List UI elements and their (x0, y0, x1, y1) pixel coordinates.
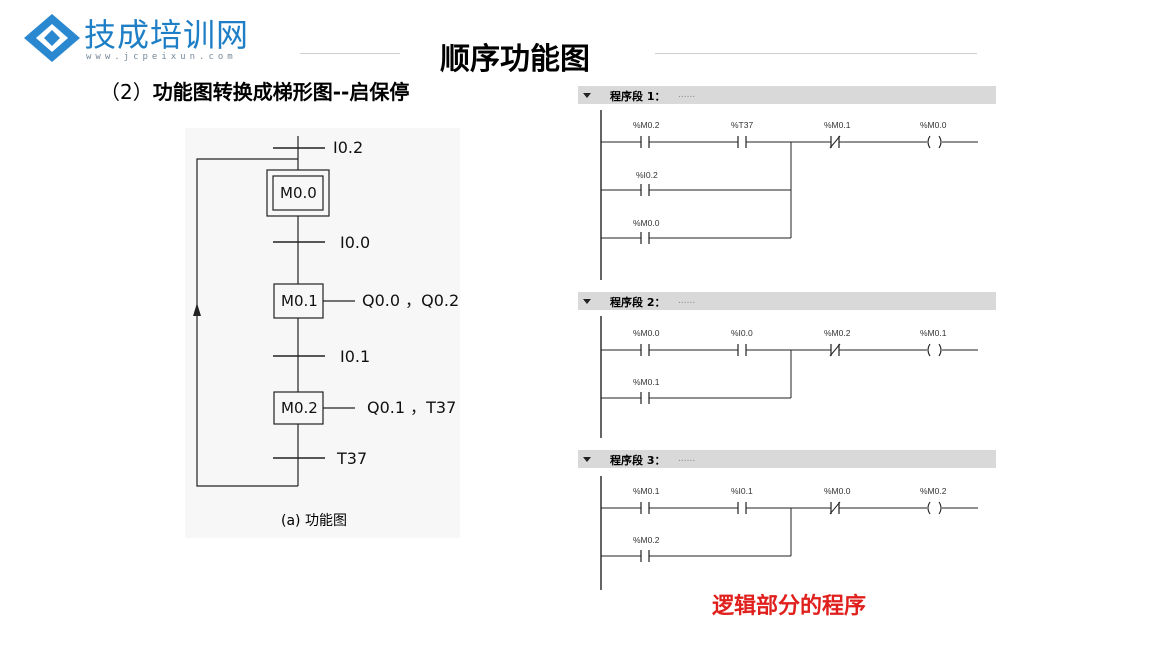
segment-comment: ...... (678, 90, 696, 100)
contact-label: %I0.0 (731, 328, 753, 338)
contact-label: %T37 (731, 120, 753, 130)
logo: 技成培训网 www.jcpeixun.com (22, 10, 282, 66)
sfc-svg: M0.0 M0.1 M0.2 I0.2 I0.0 I0.1 T37 Q0.0 ，… (193, 136, 459, 487)
sfc-diagram: M0.0 M0.1 M0.2 I0.2 I0.0 I0.1 T37 Q0.0 ，… (185, 128, 460, 538)
contact-label: %M0.0 (633, 328, 660, 338)
ladder-segment-2: 程序段 2： ...... %M0.0 %I0.0 %M0.2 %M0.1 %M… (578, 292, 996, 442)
logo-url: www.jcpeixun.com (86, 52, 237, 62)
sfc-transition-i01: I0.1 (340, 347, 370, 366)
segment-header-bar (578, 450, 996, 468)
logo-text: 技成培训网 (84, 16, 250, 54)
sfc-transition-i00: I0.0 (340, 233, 370, 252)
page-title: 顺序功能图 (440, 42, 590, 77)
contact-label: %M0.0 (824, 486, 851, 496)
ladder-segment-3: 程序段 3： ...... %M0.1 %I0.1 %M0.0 %M0.2 %M… (578, 450, 996, 595)
contact-label: %M0.1 (633, 486, 660, 496)
logo-diamond-icon (24, 14, 80, 62)
subtitle-number: （2） (100, 80, 153, 104)
contact-label: %M0.1 (633, 377, 660, 387)
contact-label: %M0.2 (824, 328, 851, 338)
logic-program-note: 逻辑部分的程序 (712, 594, 867, 619)
segment-header-bar (578, 86, 996, 104)
ladder-svg-1: %M0.2 %T37 %M0.1 %M0.0 %I0.2 %M0.0 (600, 110, 978, 280)
collapse-icon[interactable] (583, 297, 593, 307)
contact-label: %M0.2 (633, 120, 660, 130)
segment-title: 程序段 2： (610, 296, 666, 309)
sfc-action-m02: Q0.1 ，T37 (367, 398, 456, 417)
coil-label: %M0.1 (920, 328, 947, 338)
contact-label: %M0.0 (633, 218, 660, 228)
collapse-icon[interactable] (583, 91, 593, 101)
ladder-svg-2: %M0.0 %I0.0 %M0.2 %M0.1 %M0.1 (600, 316, 978, 438)
segment-comment: ...... (678, 296, 696, 306)
sfc-step-m00: M0.0 (280, 184, 317, 202)
contact-label: %I0.1 (731, 486, 753, 496)
contact-label: %M0.1 (824, 120, 851, 130)
segment-title: 程序段 3： (610, 454, 666, 467)
sfc-transition-t37: T37 (336, 449, 367, 468)
ladder-segment-1: 程序段 1： ...... %M0.2 %T37 %M0.1 %M0.0 %I0… (578, 86, 996, 286)
segment-comment: ...... (678, 454, 696, 464)
header-rule-right (655, 53, 977, 54)
sfc-transition-i02: I0.2 (333, 138, 363, 157)
sfc-action-m01: Q0.0 ，Q0.2 (362, 291, 459, 310)
segment-header-bar (578, 292, 996, 310)
sfc-caption: (a) 功能图 (281, 513, 347, 529)
ladder-svg-3: %M0.1 %I0.1 %M0.0 %M0.2 %M0.2 (600, 476, 978, 590)
contact-label: %I0.2 (636, 170, 658, 180)
collapse-icon[interactable] (583, 455, 593, 465)
sfc-step-m01: M0.1 (281, 292, 318, 310)
contact-label: %M0.2 (633, 535, 660, 545)
sfc-step-m02: M0.2 (281, 399, 318, 417)
coil-label: %M0.2 (920, 486, 947, 496)
coil-label: %M0.0 (920, 120, 947, 130)
header-rule-left (300, 53, 400, 54)
subtitle-text: 功能图转换成梯形图--启保停 (152, 80, 410, 104)
segment-title: 程序段 1： (610, 90, 666, 103)
subtitle: （2）功能图转换成梯形图--启保停 (100, 76, 409, 105)
